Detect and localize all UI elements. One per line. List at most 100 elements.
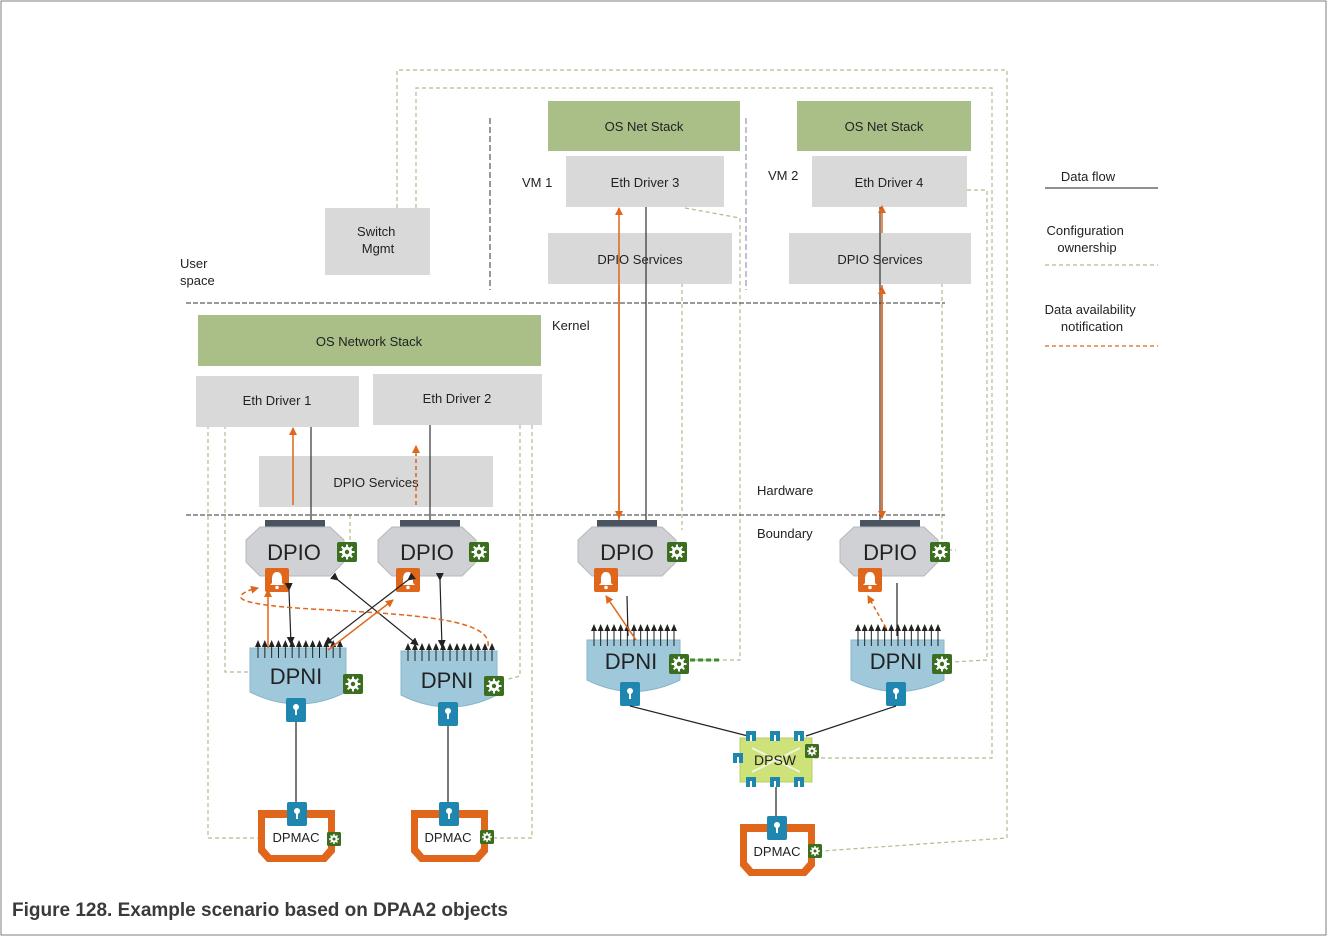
queue-arrowhead: [915, 624, 921, 631]
dpio-1-label: DPIO: [267, 540, 321, 565]
queue-arrowhead: [895, 624, 901, 631]
eth-driver-3: [566, 156, 724, 207]
dpio-services-kernel: [259, 456, 493, 507]
queue-arrowhead: [928, 624, 935, 631]
notification-arrows: [239, 585, 887, 651]
queue-arrowhead: [433, 643, 439, 650]
queue-arrowhead: [875, 624, 881, 631]
os-net-stack-vm1-label: OS Net Stack: [605, 119, 684, 134]
eth-driver-3-label: Eth Driver 3: [611, 175, 680, 190]
os-network-stack: [198, 315, 541, 366]
dpni-4: DPNI: [850, 639, 952, 706]
queue-arrowhead: [405, 643, 411, 650]
legend-data-flow: Data flow: [1061, 169, 1116, 184]
queue-arrowhead: [861, 624, 868, 631]
queue-arrowhead: [289, 640, 296, 647]
queue-arrowhead: [611, 624, 617, 631]
queue-arrowhead: [935, 624, 941, 631]
queue-arrowhead: [255, 640, 261, 647]
queue-arrowhead: [302, 640, 309, 647]
legend: Data flow Configuration ownership Data a…: [1045, 169, 1158, 347]
queue-arrowhead: [888, 624, 895, 631]
label-user-space: User space: [180, 256, 215, 288]
software-links: [289, 205, 886, 520]
legend-avail-line2: notification: [1061, 319, 1123, 334]
switch-mgmt: [325, 208, 430, 275]
dpmac-3-label: DPMAC: [754, 844, 801, 859]
dpmac-2: DPMAC: [411, 802, 494, 862]
dpio-services-vm1: [548, 233, 732, 284]
queue-arrowhead: [908, 624, 915, 631]
queue-arrowhead: [440, 643, 446, 650]
dpmac-1: DPMAC: [258, 802, 341, 862]
queue-arrowhead: [868, 624, 875, 631]
queue-arrowhead: [604, 624, 611, 631]
eth-driver-2: [373, 374, 542, 425]
dpio-dpni-data-flow: [284, 572, 898, 648]
legend-config-line1: Configuration: [1047, 223, 1124, 238]
queue-arrowhead: [921, 624, 928, 631]
dpni-1-label: DPNI: [270, 664, 323, 689]
queue-arrowhead: [468, 643, 474, 650]
legend-config-line2: ownership: [1057, 240, 1116, 255]
dpmac-2-label: DPMAC: [425, 830, 472, 845]
queue-arrowhead: [489, 643, 495, 650]
queue-arrowhead: [664, 624, 671, 631]
queue-arrowhead: [657, 624, 664, 631]
queue-arrowhead: [461, 643, 467, 650]
queue-arrowhead: [482, 643, 488, 650]
dpio-2: DPIO: [377, 520, 489, 592]
dpni-1: DPNI: [249, 647, 363, 722]
queue-arrowhead: [282, 640, 289, 647]
dpio-3: DPIO: [577, 520, 687, 592]
figure-caption: Figure 128. Example scenario based on DP…: [12, 900, 508, 921]
queue-arrowhead: [261, 640, 268, 647]
switch-mgmt-label: Switch Mgmt: [357, 224, 399, 256]
eth-driver-4: [812, 156, 967, 207]
label-user-space-line2: space: [180, 273, 215, 288]
legend-data-availability: Data availability notification: [1045, 302, 1140, 334]
legend-configuration-ownership: Configuration ownership: [1047, 223, 1128, 255]
dpsw-label: DPSW: [754, 752, 797, 768]
queue-arrowhead: [447, 643, 453, 650]
dpio-2-label: DPIO: [400, 540, 454, 565]
label-vm1: VM 1: [522, 175, 552, 190]
queue-arrowhead: [901, 624, 908, 631]
queue-arrowhead: [644, 624, 651, 631]
os-network-stack-label: OS Network Stack: [316, 334, 423, 349]
legend-avail-line1: Data availability: [1045, 302, 1137, 317]
label-vm2: VM 2: [768, 168, 798, 183]
dpio-services-kernel-label: DPIO Services: [333, 475, 419, 490]
eth-driver-2-label: Eth Driver 2: [423, 391, 492, 406]
queue-arrowhead: [881, 624, 888, 631]
os-net-stack-vm2-label: OS Net Stack: [845, 119, 924, 134]
dpmac-1-label: DPMAC: [273, 830, 320, 845]
eth-driver-1-label: Eth Driver 1: [243, 393, 312, 408]
queue-arrowhead: [637, 624, 644, 631]
dpsw: DPSW: [733, 731, 819, 787]
dpio-4-label: DPIO: [863, 540, 917, 565]
dpni-2: DPNI: [400, 650, 504, 726]
os-net-stack-vm2: [797, 101, 971, 151]
queue-arrowhead: [591, 624, 597, 631]
queue-arrowhead: [309, 640, 316, 647]
label-user-space-line1: User: [180, 256, 208, 271]
queue-arrowhead: [617, 624, 624, 631]
dpni-2-label: DPNI: [421, 668, 474, 693]
switch-mgmt-line1: Switch: [357, 224, 395, 239]
switch-mgmt-line2: Mgmt: [362, 241, 395, 256]
queue-arrowhead: [316, 640, 323, 647]
queue-arrowhead: [275, 640, 282, 647]
eth-driver-4-label: Eth Driver 4: [855, 175, 924, 190]
dpni-3: DPNI: [586, 639, 689, 706]
queue-arrowhead: [475, 643, 481, 650]
queue-arrowhead: [412, 643, 418, 650]
queue-arrowhead: [597, 624, 604, 631]
eth-driver-1: [196, 376, 359, 427]
queue-arrowhead: [671, 624, 677, 631]
os-net-stack-vm1: [548, 101, 740, 151]
label-boundary: Boundary: [757, 526, 813, 541]
queue-arrowhead: [651, 624, 657, 631]
dpni-4-label: DPNI: [870, 649, 923, 674]
